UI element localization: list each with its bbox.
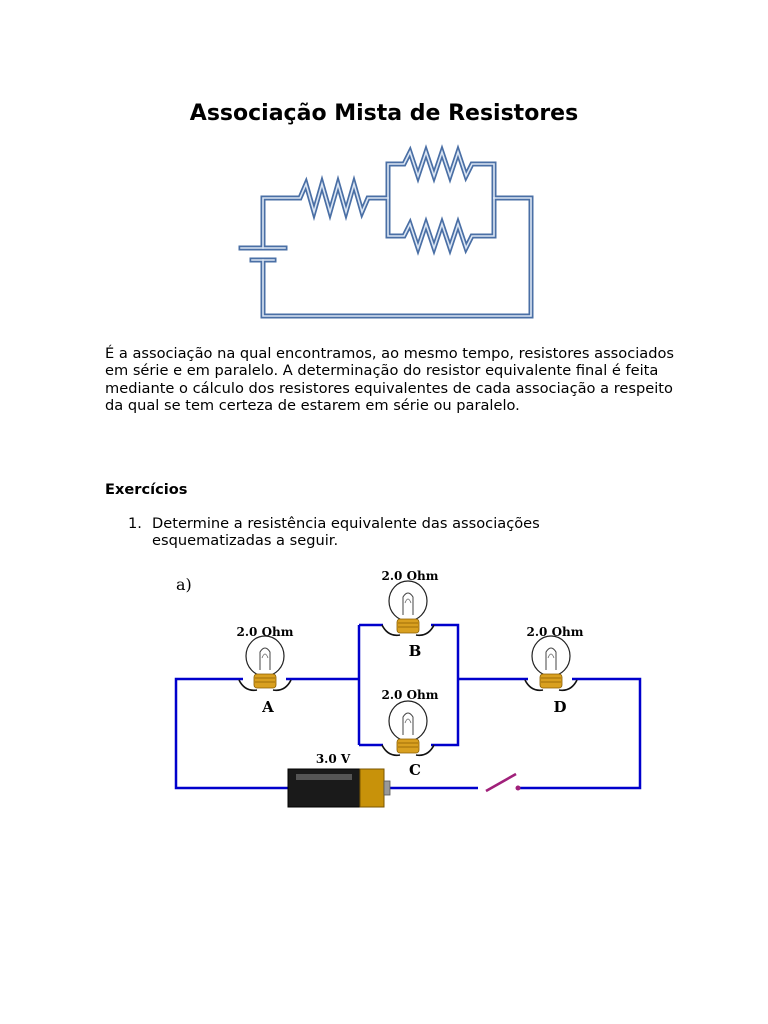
bulb-label-c: C: [409, 761, 421, 779]
bulb-a-icon: [238, 635, 292, 692]
bulb-d-icon: [524, 635, 578, 692]
exercise-number: 1.: [128, 515, 142, 532]
bulb-rating: 2.0 Ohm: [237, 625, 294, 639]
page-title: Associação Mista de Resistores: [189, 101, 579, 126]
intro-paragraph: É a associação na qual encontramos, ao m…: [105, 345, 675, 415]
battery-icon: [287, 768, 391, 808]
exercise-text: Determine a resistência equivalente das …: [152, 515, 540, 550]
bulb-rating: 2.0 Ohm: [527, 625, 584, 639]
bulb-circuit-diagram: a) 2.0 Ohm A 2.0 Ohm B 2.0 Ohm C 2.0 Ohm…: [174, 569, 642, 808]
bulb-label-d: D: [553, 698, 566, 716]
bulb-rating: 2.0 Ohm: [382, 688, 439, 702]
bulb-b-icon: [381, 580, 435, 637]
bulb-c-icon: [381, 700, 435, 757]
bulb-label-a: A: [261, 698, 274, 716]
exercises-heading: Exercícios: [105, 481, 188, 498]
list-item: 1. Determine a resistência equivalente d…: [128, 515, 648, 550]
switch-icon: [485, 772, 521, 793]
battery-label: 3.0 V: [316, 752, 351, 766]
figure-label: a): [176, 575, 192, 594]
exercise-list: 1. Determine a resistência equivalente d…: [128, 515, 648, 550]
bulb-label-b: B: [409, 642, 422, 660]
bulb-rating: 2.0 Ohm: [382, 569, 439, 583]
mixed-resistor-diagram: [238, 144, 534, 319]
